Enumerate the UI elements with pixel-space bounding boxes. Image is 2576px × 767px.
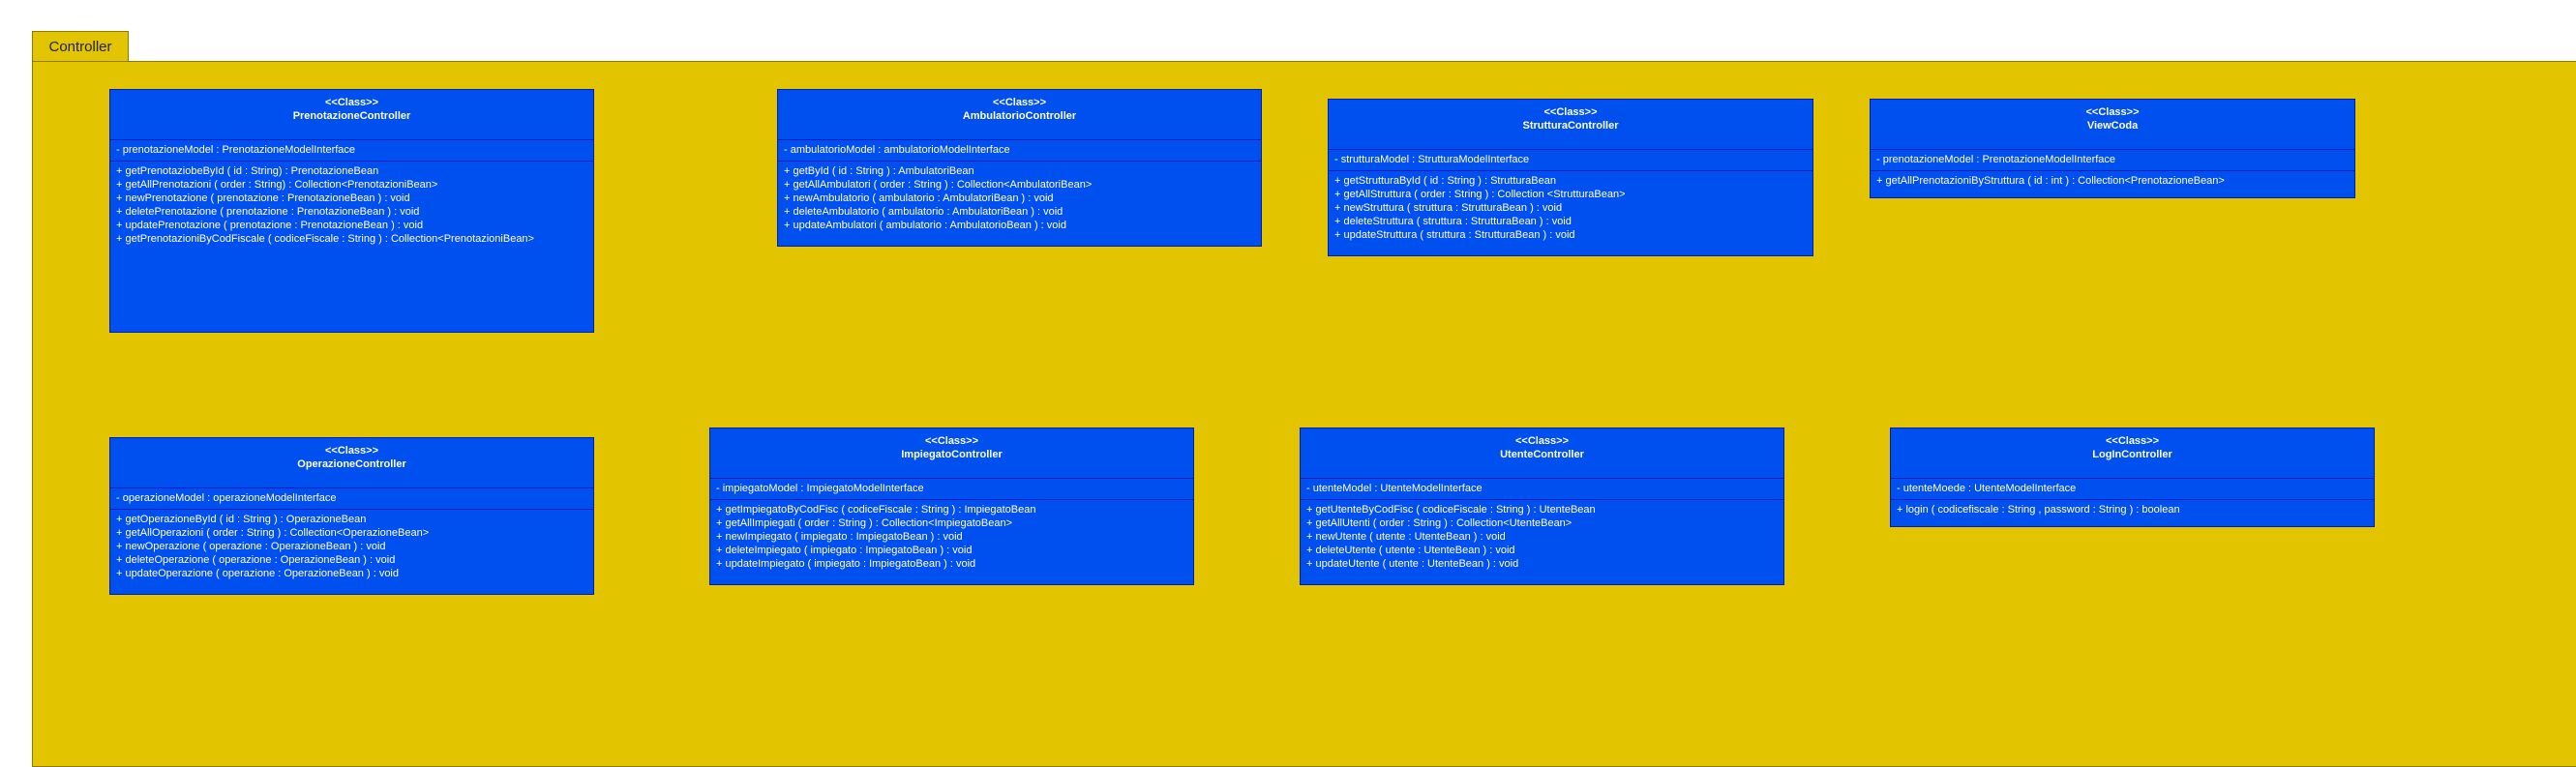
operation: + deleteUtente ( utente : UtenteBean ) :… — [1306, 545, 1515, 556]
class-impiegato-controller[interactable]: <<Class>> ImpiegatoController - impiegat… — [709, 428, 1194, 585]
package-tab[interactable]: Controller — [32, 31, 129, 61]
operation: + updateStruttura ( struttura : Struttur… — [1334, 229, 1575, 241]
operation: + newAmbulatorio ( ambulatorio : Ambulat… — [784, 192, 1054, 204]
operation: + getAllAmbulatori ( order : String ) : … — [784, 179, 1093, 191]
class-ambulatorio-controller[interactable]: <<Class>> AmbulatorioController - ambula… — [777, 89, 1262, 247]
class-name: UtenteController — [1500, 449, 1584, 460]
operation: + getAllStruttura ( order : String ) : C… — [1334, 189, 1626, 200]
operation: + getById ( id : String ) : AmbulatoriBe… — [784, 165, 974, 177]
class-attributes: - impiegatoModel : ImpiegatoModelInterfa… — [710, 479, 1193, 500]
package-name: Controller — [48, 38, 112, 55]
class-header: <<Class>> StrutturaController — [1329, 100, 1812, 150]
class-header: <<Class>> ImpiegatoController — [710, 428, 1193, 479]
class-stereotype: <<Class>> — [2085, 106, 2140, 118]
operation: + updatePrenotazione ( prenotazione : Pr… — [116, 220, 424, 231]
operation: + newImpiegato ( impiegato : ImpiegatoBe… — [716, 531, 963, 543]
operation: + getAllPrenotazioni ( order : String) :… — [116, 179, 438, 191]
operation: + deletePrenotazione ( prenotazione : Pr… — [116, 206, 420, 218]
class-stereotype: <<Class>> — [2105, 435, 2160, 447]
class-operations: + getPrenotaziobeById ( id : String) : P… — [110, 162, 593, 249]
operation: + updateAmbulatori ( ambulatorio : Ambul… — [784, 220, 1066, 231]
operation: + getUtenteByCodFisc ( codiceFiscale : S… — [1306, 504, 1596, 516]
class-stereotype: <<Class>> — [324, 445, 379, 457]
class-operations: + getUtenteByCodFisc ( codiceFiscale : S… — [1301, 500, 1783, 574]
class-header: <<Class>> LogInController — [1891, 428, 2374, 479]
class-name: PrenotazioneController — [292, 110, 411, 122]
attribute: - strutturaModel : StrutturaModelInterfa… — [1334, 154, 1530, 165]
class-operations: + getOperazioneById ( id : String ) : Op… — [110, 510, 593, 583]
operation: + getOperazioneById ( id : String ) : Op… — [116, 514, 367, 525]
operation: + getAllImpiegati ( order : String ) : C… — [716, 517, 1013, 529]
class-header: <<Class>> UtenteController — [1301, 428, 1783, 479]
class-attributes: - strutturaModel : StrutturaModelInterfa… — [1329, 150, 1812, 171]
class-prenotazione-controller[interactable]: <<Class>> PrenotazioneController - preno… — [109, 89, 594, 333]
class-attributes: - operazioneModel : operazioneModelInter… — [110, 488, 593, 510]
operation: + deleteImpiegato ( impiegato : Impiegat… — [716, 545, 973, 556]
operation: + deleteAmbulatorio ( ambulatorio : Ambu… — [784, 206, 1063, 218]
attribute: - impiegatoModel : ImpiegatoModelInterfa… — [716, 483, 924, 494]
class-attributes: - prenotazioneModel : PrenotazioneModelI… — [110, 140, 593, 162]
operation: + getPrenotazioniByCodFiscale ( codiceFi… — [116, 233, 534, 245]
class-operations: + getAllPrenotazioniByStruttura ( id : i… — [1871, 171, 2354, 191]
attribute: - utenteModel : UtenteModelInterface — [1306, 483, 1483, 494]
class-stereotype: <<Class>> — [924, 435, 979, 447]
operation: + updateUtente ( utente : UtenteBean ) :… — [1306, 558, 1519, 570]
class-attributes: - prenotazioneModel : PrenotazioneModelI… — [1871, 150, 2354, 171]
operation: + deleteOperazione ( operazione : Operaz… — [116, 554, 396, 566]
class-struttura-controller[interactable]: <<Class>> StrutturaController - struttur… — [1328, 99, 1813, 256]
operation: + getAllPrenotazioniByStruttura ( id : i… — [1876, 175, 2225, 187]
operation: + getImpiegatoByCodFisc ( codiceFiscale … — [716, 504, 1036, 516]
class-operations: + getStrutturaById ( id : String ) : Str… — [1329, 171, 1812, 245]
class-header: <<Class>> PrenotazioneController — [110, 90, 593, 140]
class-name: StrutturaController — [1522, 120, 1619, 132]
attribute: - prenotazioneModel : PrenotazioneModelI… — [1876, 154, 2116, 165]
attribute: - utenteMoede : UtenteModelInterface — [1897, 483, 2077, 494]
class-stereotype: <<Class>> — [1514, 435, 1570, 447]
operation: + newStruttura ( struttura : StrutturaBe… — [1334, 202, 1563, 214]
operation: + getStrutturaById ( id : String ) : Str… — [1334, 175, 1556, 187]
class-name: ViewCoda — [2086, 120, 2139, 132]
attribute: - prenotazioneModel : PrenotazioneModelI… — [116, 144, 356, 156]
class-attributes: - utenteModel : UtenteModelInterface — [1301, 479, 1783, 500]
operation: + updateImpiegato ( impiegato : Impiegat… — [716, 558, 976, 570]
class-stereotype: <<Class>> — [992, 97, 1047, 108]
operation: + newOperazione ( operazione : Operazion… — [116, 541, 386, 552]
class-header: <<Class>> ViewCoda — [1871, 100, 2354, 150]
class-operations: + getById ( id : String ) : AmbulatoriBe… — [778, 162, 1261, 235]
class-utente-controller[interactable]: <<Class>> UtenteController - utenteModel… — [1300, 428, 1784, 585]
class-header: <<Class>> OperazioneController — [110, 438, 593, 488]
class-stereotype: <<Class>> — [324, 97, 379, 108]
class-login-controller[interactable]: <<Class>> LogInController - utenteMoede … — [1890, 428, 2375, 527]
class-operazione-controller[interactable]: <<Class>> OperazioneController - operazi… — [109, 437, 594, 595]
class-view-coda[interactable]: <<Class>> ViewCoda - prenotazioneModel :… — [1870, 99, 2355, 198]
operation: + newUtente ( utente : UtenteBean ) : vo… — [1306, 531, 1506, 543]
class-stereotype: <<Class>> — [1543, 106, 1598, 118]
class-name: OperazioneController — [297, 458, 406, 470]
attribute: - ambulatorioModel : ambulatorioModelInt… — [784, 144, 1010, 156]
class-attributes: - ambulatorioModel : ambulatorioModelInt… — [778, 140, 1261, 162]
operation: + updateOperazione ( operazione : Operaz… — [116, 568, 399, 579]
class-name: AmbulatorioController — [962, 110, 1077, 122]
attribute: - operazioneModel : operazioneModelInter… — [116, 492, 337, 504]
operation: + getAllUtenti ( order : String ) : Coll… — [1306, 517, 1573, 529]
operation: + login ( codicefiscale : String , passw… — [1897, 504, 2180, 516]
class-attributes: - utenteMoede : UtenteModelInterface — [1891, 479, 2374, 500]
class-operations: + login ( codicefiscale : String , passw… — [1891, 500, 2374, 519]
class-operations: + getImpiegatoByCodFisc ( codiceFiscale … — [710, 500, 1193, 574]
class-name: LogInController — [2092, 449, 2172, 460]
class-name: ImpiegatoController — [901, 449, 1003, 460]
operation: + getAllOperazioni ( order : String ) : … — [116, 527, 430, 539]
operation: + newPrenotazione ( prenotazione : Preno… — [116, 192, 410, 204]
operation: + deleteStruttura ( struttura : Struttur… — [1334, 216, 1572, 227]
class-header: <<Class>> AmbulatorioController — [778, 90, 1261, 140]
operation: + getPrenotaziobeById ( id : String) : P… — [116, 165, 379, 177]
